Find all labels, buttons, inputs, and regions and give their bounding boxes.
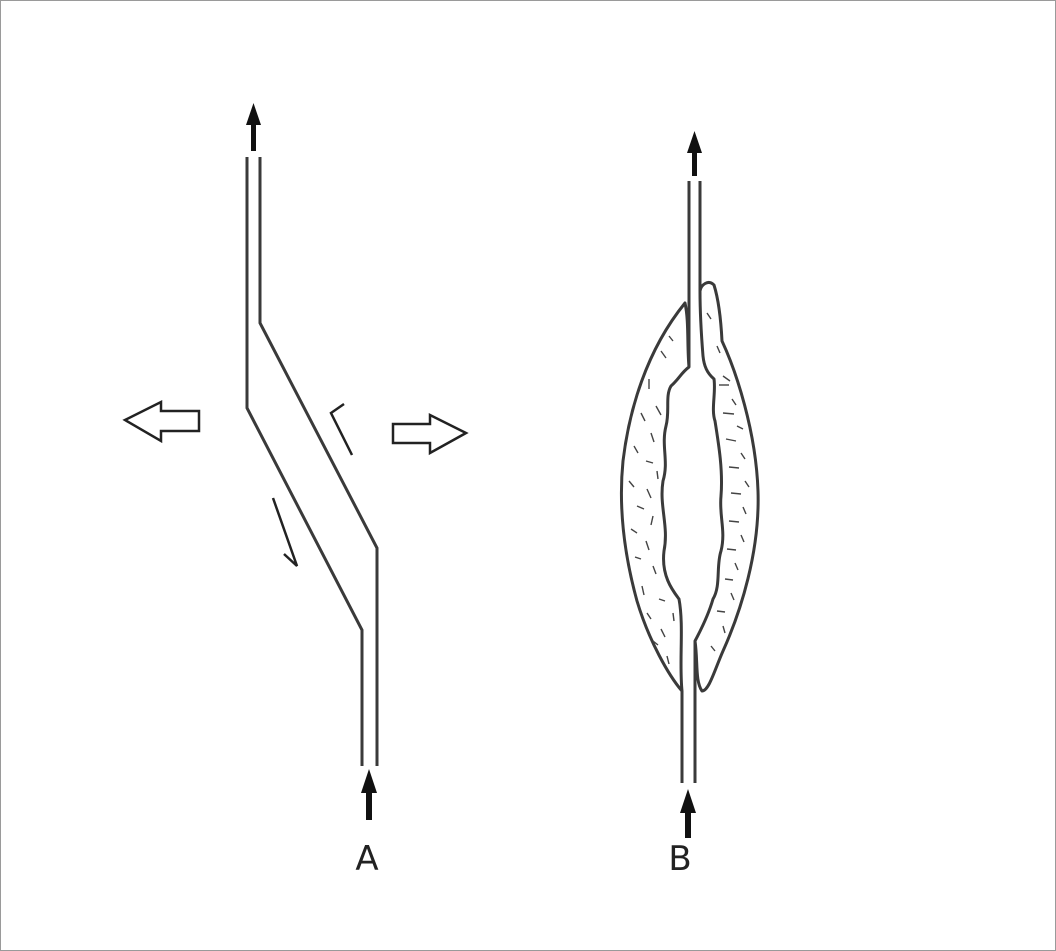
panel-a-channel-left-wall — [247, 157, 362, 766]
panel-a-label: A — [355, 839, 378, 879]
panel-a-flow-arrow-bottom — [361, 769, 377, 820]
panel-a-shear-arrows — [273, 404, 352, 566]
panel-b-channel — [682, 181, 700, 783]
panel-b-flow-arrow-bottom — [680, 789, 696, 838]
panel-a — [247, 157, 377, 766]
extension-arrow-right — [393, 415, 466, 453]
panel-a-shear-arrow-lower — [273, 498, 297, 566]
panel-b-label: B — [668, 839, 691, 879]
panel-b-lens-left — [621, 303, 689, 691]
panel-b-flow-arrow-top — [687, 131, 702, 176]
panel-a-shear-arrow-upper — [331, 404, 352, 455]
panel-a-channel-right-wall — [260, 157, 377, 766]
extension-arrow-left — [125, 402, 199, 441]
panel-a-flow-arrow-top — [246, 103, 261, 151]
